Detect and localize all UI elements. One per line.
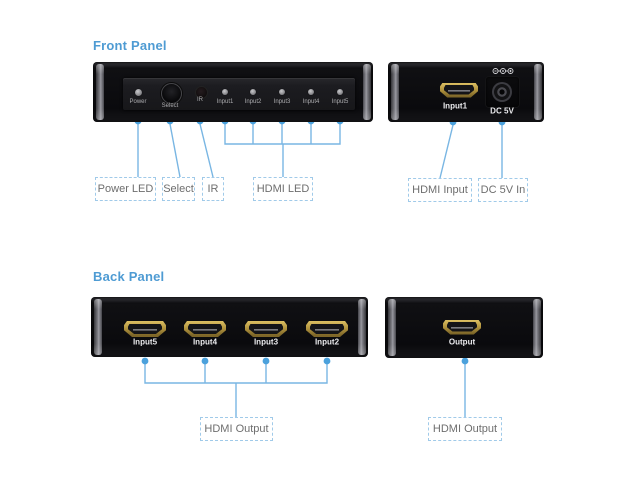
front-panel-heading: Front Panel <box>93 38 167 53</box>
device-edge-highlight <box>533 64 542 120</box>
hdmi-port-output-label: Output <box>448 337 476 347</box>
device-edge-highlight <box>357 299 366 355</box>
hdmi-port-input2 <box>306 321 348 337</box>
dc-power-jack-barrel <box>492 82 512 102</box>
hdmi-port-output <box>443 319 481 335</box>
hdmi-port-input2-label: Input2 <box>314 337 340 347</box>
input3-led <box>279 89 285 95</box>
device-edge-highlight <box>95 64 104 120</box>
input4-led-label: Input4 <box>302 97 320 105</box>
hdmi-port-input4-label: Input4 <box>192 337 218 347</box>
front-device <box>93 62 373 122</box>
hdmi-port-input1 <box>440 82 478 98</box>
dc-jack-label: DC 5V <box>490 105 514 116</box>
input3-led-label: Input3 <box>273 97 291 105</box>
dc-polarity-icon <box>492 68 514 74</box>
connector-select <box>169 123 181 178</box>
callout-back-hdmi-output: HDMI Output <box>200 417 273 441</box>
callout-side-hdmi-output: HDMI Output <box>428 417 502 441</box>
device-edge-highlight <box>532 299 541 356</box>
input4-led <box>308 89 314 95</box>
callout-ir: IR <box>202 177 224 201</box>
input5-led <box>337 89 343 95</box>
input2-led-label: Input2 <box>244 97 262 105</box>
callout-hdmi-input: HDMI Input <box>408 178 472 202</box>
hdmi-port-input3 <box>245 321 287 337</box>
hdmi-port-input5-label: Input5 <box>132 337 158 347</box>
connector-back-output-bracket <box>144 364 328 417</box>
input1-led-label: Input1 <box>216 97 234 105</box>
connector-hdmi-led-bracket <box>224 124 341 177</box>
connector-hdmi-input <box>439 124 454 179</box>
callout-hdmi-led: HDMI LED <box>253 177 313 201</box>
callout-power-led: Power LED <box>95 177 156 201</box>
hdmi-port-input1-label: Input1 <box>442 101 468 111</box>
hdmi-port-input4 <box>184 321 226 337</box>
callout-select: Select <box>162 177 195 201</box>
back-panel-heading: Back Panel <box>93 269 165 284</box>
device-edge-highlight <box>387 299 396 356</box>
input5-led-label: Input5 <box>331 97 349 105</box>
select-button-label: Select <box>161 101 179 109</box>
select-button <box>160 82 182 104</box>
device-edge-highlight <box>93 299 102 355</box>
callout-dc-5v-in: DC 5V In <box>478 178 528 202</box>
ir-sensor <box>194 85 208 99</box>
input1-led <box>222 89 228 95</box>
device-edge-highlight <box>390 64 399 120</box>
hdmi-port-input3-label: Input3 <box>253 337 279 347</box>
hdmi-port-input5 <box>124 321 166 337</box>
power-led <box>134 88 142 96</box>
connector-ir <box>199 123 214 178</box>
device-edge-highlight <box>362 64 371 120</box>
power-led-label: Power <box>129 97 147 105</box>
ir-sensor-label: IR <box>197 95 203 103</box>
input2-led <box>250 89 256 95</box>
